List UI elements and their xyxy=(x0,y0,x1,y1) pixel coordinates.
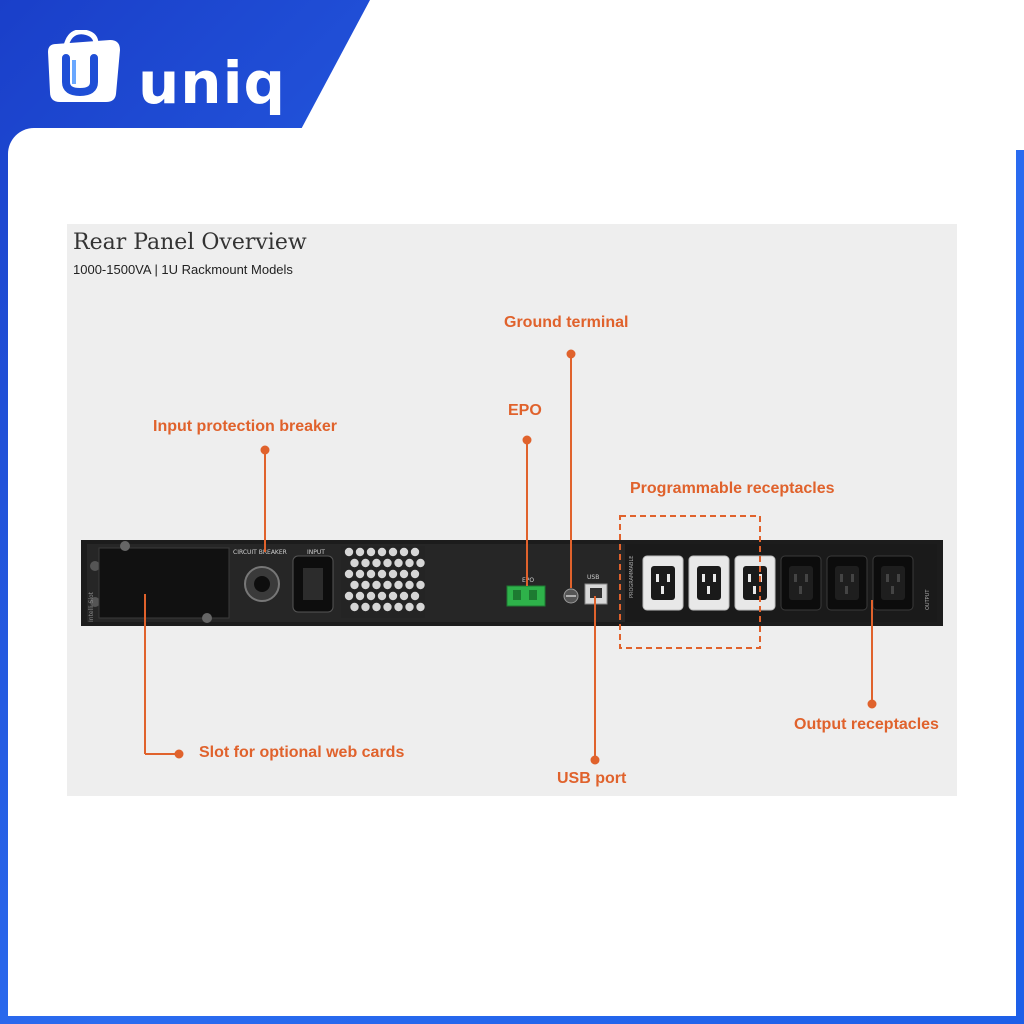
epo-connector xyxy=(506,585,546,607)
fan-hole xyxy=(383,558,392,568)
fan-hole xyxy=(416,558,425,568)
fan-hole xyxy=(377,591,387,601)
fan-hole xyxy=(350,558,359,568)
output-receptacle xyxy=(872,555,914,611)
fan-hole xyxy=(388,591,398,601)
fan-hole xyxy=(399,547,409,557)
shopping-bag-icon xyxy=(48,29,120,102)
usb-port-inner xyxy=(590,588,602,598)
web-card-slot xyxy=(98,547,230,619)
brand-name: uniq xyxy=(138,49,286,117)
fan-hole xyxy=(416,580,425,590)
programmable-receptacle xyxy=(688,555,730,611)
fan-hole xyxy=(388,547,398,557)
output-receptacle xyxy=(826,555,868,611)
ground-terminal-label: Ground terminal xyxy=(504,314,629,331)
fan-hole xyxy=(372,580,381,590)
fan-hole xyxy=(410,547,420,557)
fan-hole xyxy=(355,569,365,579)
programmable-receptacle xyxy=(642,555,684,611)
fan-hole xyxy=(405,558,414,568)
circuit-breaker-button xyxy=(254,576,270,592)
web-card-slot-label: Slot for optional web cards xyxy=(199,744,405,761)
fan-hole xyxy=(344,591,354,601)
epo-label: EPO xyxy=(508,402,542,419)
fan-hole xyxy=(377,547,387,557)
output-receptacle xyxy=(780,555,822,611)
fan-hole xyxy=(344,569,354,579)
slot-screw xyxy=(202,613,212,623)
fan-hole xyxy=(366,569,376,579)
epo-panel-label: EPO xyxy=(522,577,534,584)
fan-hole xyxy=(372,602,381,612)
slot-label: Intelli Slot xyxy=(88,591,95,622)
receptacle-row xyxy=(642,555,914,611)
fan-hole xyxy=(405,580,414,590)
fan-hole xyxy=(394,602,403,612)
programmable-highlight-box xyxy=(619,515,761,649)
programmable-receptacle xyxy=(734,555,776,611)
usb-panel-label: USB xyxy=(587,574,599,581)
rear-panel-drawing: Intelli Slot CIRCUIT BREAKER INPUT EPO U… xyxy=(81,349,943,765)
fan-hole xyxy=(394,558,403,568)
fan-hole xyxy=(399,591,409,601)
epo-pin xyxy=(513,590,521,600)
fan-hole xyxy=(350,602,359,612)
fan-hole xyxy=(355,547,365,557)
fan-hole xyxy=(361,602,370,612)
brand-logo: uniq xyxy=(40,29,285,112)
fan-hole xyxy=(416,602,425,612)
fan-hole xyxy=(366,547,376,557)
programmable-receptacles-label: Programmable receptacles xyxy=(630,480,835,497)
fan-hole xyxy=(410,591,420,601)
fan-hole xyxy=(377,569,387,579)
fan-hole xyxy=(355,591,365,601)
epo-pin xyxy=(529,590,537,600)
fan-hole xyxy=(372,558,381,568)
output-receptacles-label: Output receptacles xyxy=(794,716,939,733)
diagram-title: Rear Panel Overview xyxy=(73,230,307,255)
breaker-panel-label: CIRCUIT BREAKER xyxy=(233,549,287,556)
mount-screw xyxy=(90,597,100,607)
fan-hole xyxy=(383,580,392,590)
input-panel-label: INPUT xyxy=(307,549,325,556)
fan-hole xyxy=(361,580,370,590)
input-socket-inner xyxy=(303,568,323,600)
fan-hole xyxy=(350,580,359,590)
slot-screw xyxy=(120,541,130,551)
header-white-area xyxy=(290,0,1024,150)
fan-hole xyxy=(361,558,370,568)
fan-hole xyxy=(399,569,409,579)
usb-port-label: USB port xyxy=(557,770,627,787)
rear-panel-diagram: Rear Panel Overview 1000-1500VA | 1U Rac… xyxy=(67,224,957,796)
programmable-group-label: PROGRAMMABLE xyxy=(629,556,635,598)
fan-hole xyxy=(388,569,398,579)
fan-grille xyxy=(341,546,425,618)
mount-screw xyxy=(90,561,100,571)
fan-hole xyxy=(383,602,392,612)
input-breaker-label: Input protection breaker xyxy=(153,418,338,435)
fan-hole xyxy=(344,547,354,557)
fan-hole xyxy=(366,591,376,601)
fan-hole xyxy=(410,569,420,579)
fan-hole xyxy=(394,580,403,590)
fan-hole xyxy=(405,602,414,612)
output-group-label: OUTPUT xyxy=(925,589,931,610)
diagram-subtitle: 1000-1500VA | 1U Rackmount Models xyxy=(73,262,293,277)
